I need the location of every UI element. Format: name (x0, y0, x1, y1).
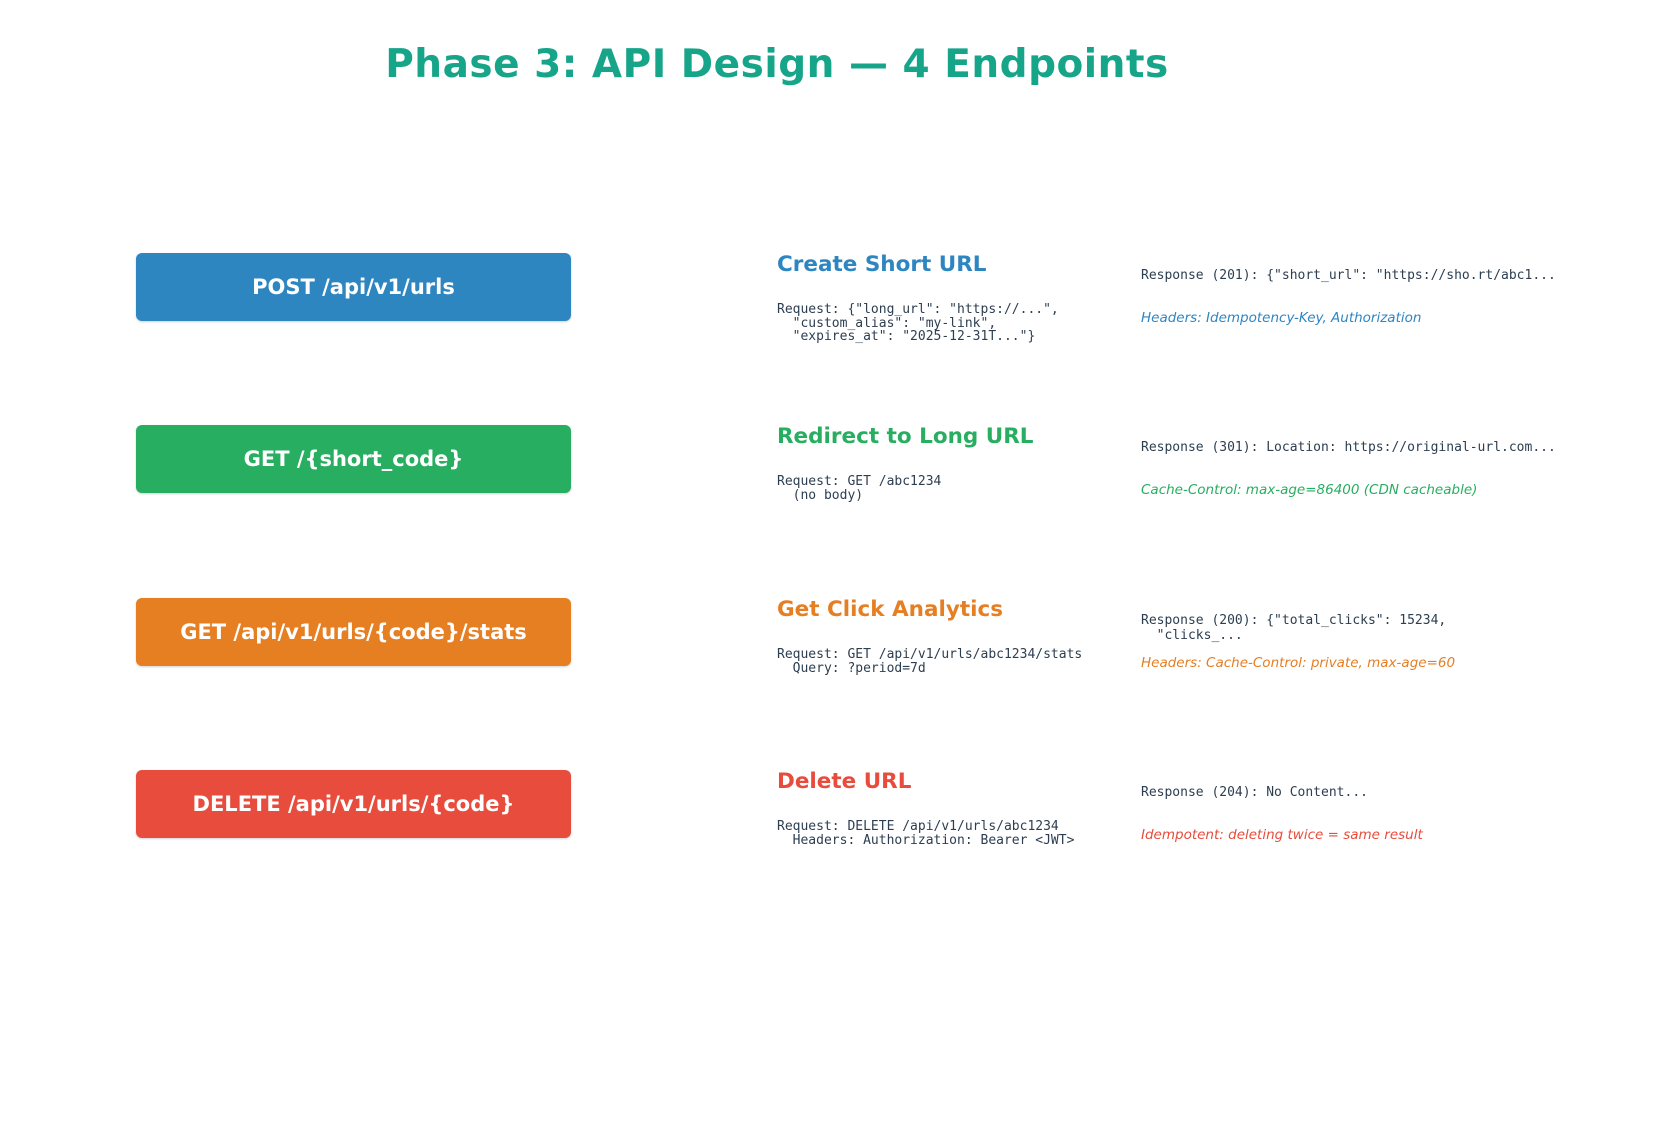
endpoint-request: Request: {"long_url": "https://...", "cu… (777, 302, 1059, 345)
endpoint-row-redirect: GET /{short_code} Redirect to Long URL R… (0, 424, 1656, 545)
endpoint-request: Request: GET /api/v1/urls/abc1234/stats … (777, 647, 1083, 676)
endpoint-response: Response (301): Location: https://origin… (1141, 440, 1556, 455)
endpoint-response: Response (201): {"short_url": "https://s… (1141, 268, 1556, 283)
endpoint-box-delete-url: DELETE /api/v1/urls/{code} (136, 770, 571, 838)
endpoint-row-delete: DELETE /api/v1/urls/{code} Delete URL Re… (0, 769, 1656, 890)
endpoint-request: Request: DELETE /api/v1/urls/abc1234 Hea… (777, 819, 1075, 848)
endpoint-response: Response (204): No Content... (1141, 785, 1368, 800)
endpoint-response: Response (200): {"total_clicks": 15234, … (1141, 613, 1447, 643)
endpoint-row-analytics: GET /api/v1/urls/{code}/stats Get Click … (0, 597, 1656, 718)
endpoint-note: Cache-Control: max-age=86400 (CDN cachea… (1141, 482, 1478, 498)
endpoint-row-create: POST /api/v1/urls Create Short URL Reque… (0, 252, 1656, 373)
endpoint-title: Redirect to Long URL (777, 424, 1034, 449)
endpoint-box-get-shortcode: GET /{short_code} (136, 425, 571, 493)
endpoint-note: Headers: Idempotency-Key, Authorization (1141, 310, 1422, 326)
endpoint-request: Request: GET /abc1234 (no body) (777, 474, 942, 503)
endpoint-title: Get Click Analytics (777, 597, 1004, 622)
endpoint-note: Idempotent: deleting twice = same result (1141, 827, 1423, 843)
page-title: Phase 3: API Design — 4 Endpoints (385, 42, 1169, 87)
endpoint-box-post-urls: POST /api/v1/urls (136, 253, 571, 321)
endpoint-box-get-stats: GET /api/v1/urls/{code}/stats (136, 598, 571, 666)
endpoint-note: Headers: Cache-Control: private, max-age… (1141, 655, 1456, 671)
endpoint-title: Create Short URL (777, 252, 987, 277)
endpoint-title: Delete URL (777, 769, 912, 794)
